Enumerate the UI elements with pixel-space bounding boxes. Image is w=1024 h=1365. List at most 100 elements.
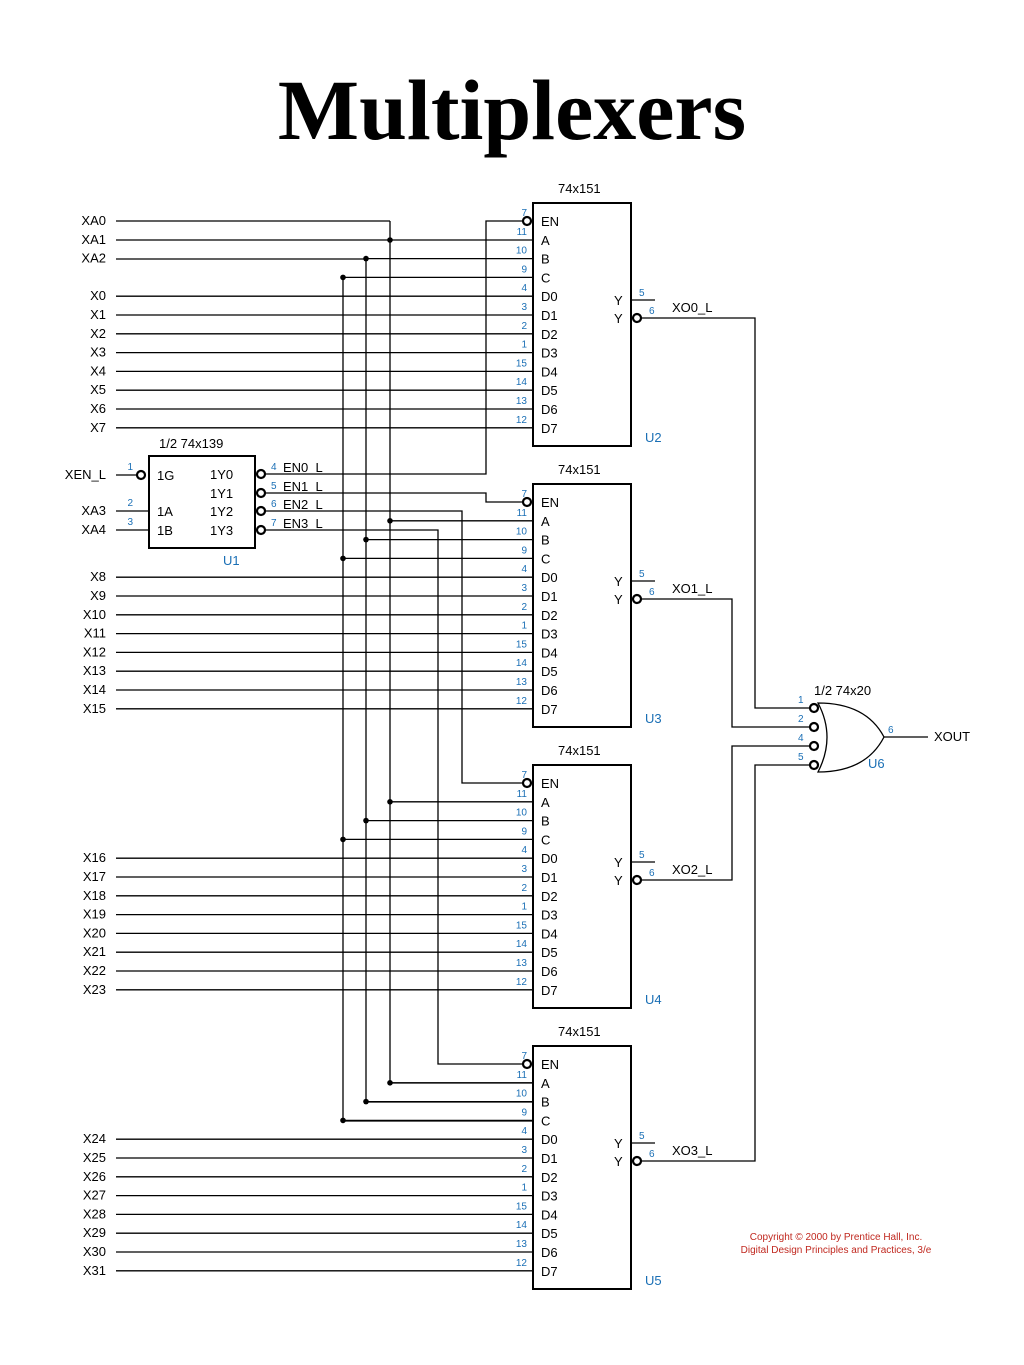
mux-pin-name: D5 [541,664,558,679]
mux-pin-name: D0 [541,570,558,585]
mux-pin-name: D2 [541,1170,558,1185]
mux-pin-name: A [541,795,550,810]
output-wire [641,764,812,1162]
decoder-pin-number: 1 [127,462,133,473]
inversion-bubble [631,593,643,605]
junction-dot [363,817,369,824]
mux-pin-name: D7 [541,983,558,998]
inversion-bubble [808,702,820,714]
mux-pin-name: C [541,270,550,285]
mux-pin-name: EN [541,776,559,791]
mux-pin-number: 3 [521,583,527,594]
mux-pin-number: 9 [521,545,527,556]
input-label-X20: X20 [83,925,106,940]
decoder-pin-name: 1Y2 [210,504,233,519]
mux-pin-name: D2 [541,327,558,342]
junction-dot [363,255,369,262]
mux-pin-number: 10 [516,527,528,538]
decoder-part-label: 1/2 74x139 [159,436,223,451]
gate-input-pin: 5 [798,752,804,763]
mux-pin-name: D2 [541,889,558,904]
mux-output-y-bar: Y [614,873,623,888]
mux-pin-number: 12 [516,1258,528,1269]
input-label-XA2: XA2 [81,251,106,266]
mux-body-U2 [532,202,632,447]
mux-pin-number: 14 [516,658,528,669]
enable-wire [265,510,523,784]
mux-pin-number: 12 [516,977,528,988]
gate-part-label: 1/2 74x20 [814,683,871,698]
input-label-X0: X0 [90,288,106,303]
mux-output-net-XO3_L: XO3_L [672,1143,712,1158]
mux-pin-number: 9 [521,1107,527,1118]
inversion-bubble [255,505,267,517]
mux-part-label: 74x151 [558,181,601,196]
mux-pin-name: C [541,832,550,847]
input-label-X10: X10 [83,607,106,622]
inversion-bubble [255,468,267,480]
input-label-X17: X17 [83,869,106,884]
gate-input-pin: 1 [798,695,804,706]
mux-pin-number: 11 [517,789,528,800]
mux-pin-number: 13 [516,677,528,688]
mux-body-U4 [532,764,632,1009]
copyright-line-1: Copyright © 2000 by Prentice Hall, Inc. [750,1232,922,1243]
mux-pin-number: 14 [516,1220,528,1231]
mux-ref-U5: U5 [645,1273,662,1288]
mux-pin-number: 7 [521,770,527,781]
input-label-X26: X26 [83,1169,106,1184]
mux-pin-number: 12 [516,415,528,426]
mux-part-label: 74x151 [558,462,601,477]
input-label-X21: X21 [83,944,106,959]
input-label-X3: X3 [90,345,106,360]
mux-pin-number: 1 [521,621,527,632]
mux-pin-number: 1 [521,340,527,351]
mux-output-net-XO2_L: XO2_L [672,862,712,877]
mux-pin-number: 3 [521,1145,527,1156]
input-label-X5: X5 [90,382,106,397]
mux-pin-number: 2 [521,1164,527,1175]
enable-wire [265,529,523,1065]
copyright-line-2: Digital Design Principles and Practices,… [741,1245,932,1256]
enable-wire [265,220,523,475]
decoder-net-EN1_L: EN1_L [283,479,323,494]
mux-pin-number: 14 [516,939,528,950]
mux-pin-number: 3 [521,302,527,313]
mux-pin-number: 7 [521,489,527,500]
mux-pin-name: D3 [541,1189,558,1204]
mux-pin-number: 3 [521,864,527,875]
mux-output-y: Y [614,1136,623,1151]
gate-output-label: XOUT [934,729,970,744]
mux-pin-name: D5 [541,945,558,960]
mux-pin-number: 12 [516,696,528,707]
mux-pin-name: D6 [541,683,558,698]
mux-output-net-XO1_L: XO1_L [672,581,712,596]
mux-output-net-XO0_L: XO0_L [672,300,712,315]
mux-pin-name: D6 [541,402,558,417]
mux-pin-name: D4 [541,1207,558,1222]
input-label-XA1: XA1 [81,232,106,247]
mux-pin-number: 2 [521,321,527,332]
input-label-XA4: XA4 [81,522,106,537]
mux-pin-number: 10 [516,246,528,257]
mux-pin-name: EN [541,1057,559,1072]
decoder-pin-number: 7 [271,518,277,529]
input-label-X1: X1 [90,307,106,322]
input-label-X14: X14 [83,682,106,697]
mux-pin-number: 11 [517,227,528,238]
enable-wire [265,492,523,503]
input-label-X28: X28 [83,1206,106,1221]
mux-pin-name: D7 [541,702,558,717]
nand-gate-body [816,702,885,773]
mux-pin-number: 15 [516,358,528,369]
input-label-X19: X19 [83,907,106,922]
mux-pin-number: 14 [516,377,528,388]
mux-pin-name: D1 [541,870,558,885]
input-label-X24: X24 [83,1131,106,1146]
inversion-bubble [521,1058,533,1070]
mux-pin-number: 7 [521,208,527,219]
mux-output-pin-number: 6 [649,868,655,879]
mux-output-pin-number: 6 [649,306,655,317]
inversion-bubble [255,487,267,499]
